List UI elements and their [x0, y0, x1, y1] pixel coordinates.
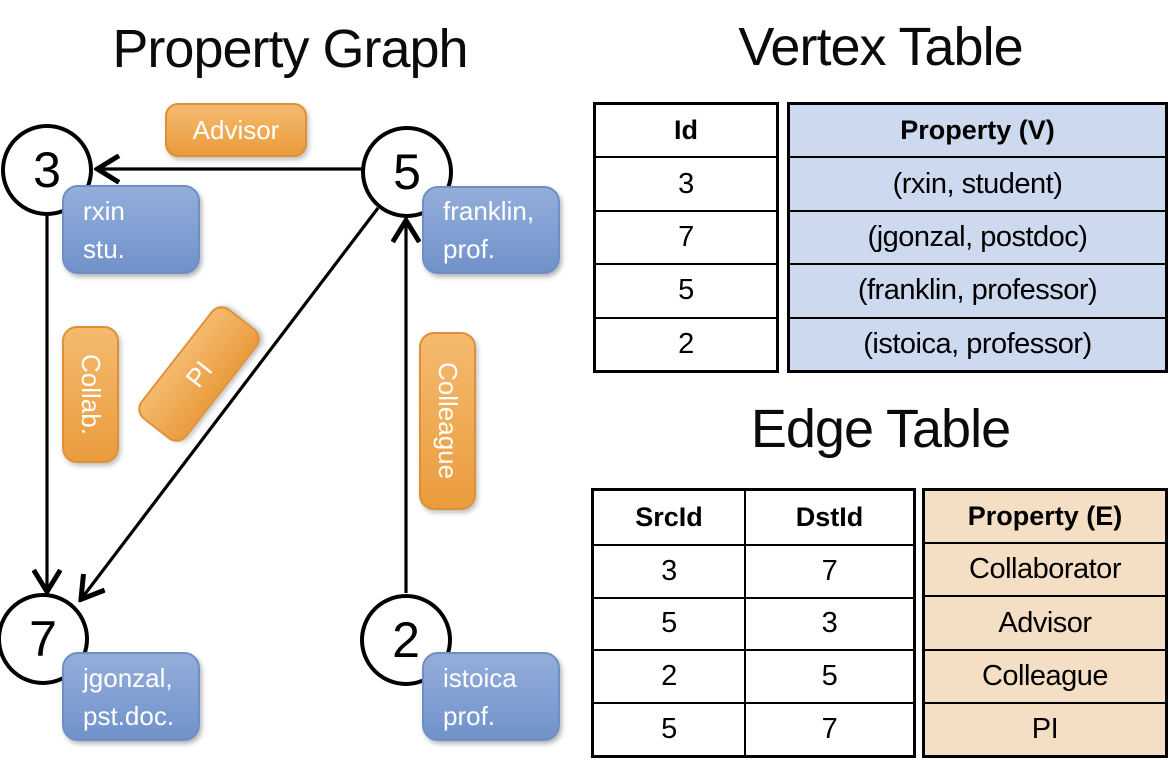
edge-label-collab: Collab. — [62, 326, 119, 463]
edge-table: SrcId DstId 3 7 5 3 2 5 5 7 Property (E)… — [591, 488, 1168, 758]
vertex-table-id-column: Id 3 7 5 2 — [593, 102, 779, 373]
edge-table-cell-dst: 3 — [744, 596, 913, 650]
vertex-label-line: istoica — [443, 662, 517, 693]
property-graph-title: Property Graph — [112, 19, 468, 79]
vertex-id-5: 5 — [393, 144, 421, 200]
vertex-table-cell-id: 2 — [596, 316, 776, 370]
edge-table-property-column: Property (E) Collaborator Advisor Collea… — [922, 488, 1168, 758]
vertex-circle-2: 2 — [360, 594, 452, 686]
vertex-label-franklin: franklin, prof. — [422, 186, 560, 274]
vertex-label-rxin: rxin stu. — [62, 185, 200, 274]
edge-table-cell-property: Colleague — [925, 648, 1165, 702]
vertex-label-jgonzal: jgonzal, pst.doc. — [62, 652, 200, 741]
vertex-table-cell-property: (istoica, professor) — [790, 316, 1165, 371]
edge-table-cell-src: 3 — [594, 543, 744, 597]
edge-table-cell-src: 5 — [594, 702, 744, 755]
vertex-label-line: prof. — [443, 700, 496, 731]
vertex-table-cell-id: 7 — [596, 209, 776, 263]
vertex-table-header-property: Property (V) — [790, 105, 1165, 157]
edge-table-cell-property: Collaborator — [925, 542, 1165, 596]
vertex-label-line: stu. — [83, 233, 125, 264]
edge-table-cell-dst: 5 — [744, 649, 913, 703]
vertex-table-title: Vertex Table — [738, 17, 1023, 77]
edge-table-header-srcid: SrcId — [635, 501, 703, 532]
vertex-label-line: franklin, — [443, 196, 535, 227]
edge-table-cell-dst: 7 — [744, 543, 913, 597]
vertex-table-property-column: Property (V) (rxin, student) (jgonzal, p… — [787, 102, 1168, 373]
edge-label-colleague: Colleague — [419, 332, 476, 510]
vertex-id-2: 2 — [392, 612, 420, 668]
vertex-circle-5: 5 — [361, 126, 453, 218]
vertex-table: Id 3 7 5 2 Property (V) (rxin, student) … — [593, 102, 1168, 373]
vertex-table-cell-id: 3 — [596, 156, 776, 209]
vertex-id-3: 3 — [33, 142, 61, 198]
edge-table-title: Edge Table — [750, 399, 1011, 459]
graph-edges-svg — [0, 0, 580, 760]
edge-table-header-dstid: DstId — [744, 491, 913, 544]
vertex-table-cell-property: (franklin, professor) — [790, 263, 1165, 317]
vertex-label-line: prof. — [443, 234, 496, 264]
vertex-label-istoica: istoica prof. — [422, 652, 560, 741]
vertex-table-cell-id: 5 — [596, 263, 776, 316]
vertex-table-cell-property: (rxin, student) — [790, 156, 1165, 210]
edge-label-advisor: Advisor — [165, 103, 307, 157]
edge-table-cell-dst: 7 — [744, 702, 913, 755]
vertex-label-line: rxin — [83, 195, 125, 226]
edge-table-id-columns: SrcId DstId 3 7 5 3 2 5 5 7 — [591, 488, 916, 758]
vertex-label-line: jgonzal, — [83, 662, 173, 693]
edge-line-5-to-7 — [82, 207, 380, 598]
vertex-id-7: 7 — [29, 611, 57, 667]
edge-table-cell-property: Advisor — [925, 595, 1165, 649]
edge-table-cell-src: 5 — [594, 596, 744, 650]
edge-table-cell-src: 2 — [594, 649, 744, 702]
edge-table-cell-property: PI — [925, 701, 1165, 756]
vertex-label-line: pst.doc. — [83, 700, 175, 731]
vertex-table-cell-property: (jgonzal, postdoc) — [790, 209, 1165, 264]
vertex-table-header-id: Id — [674, 115, 698, 146]
edge-table-header-property: Property (E) — [925, 491, 1165, 543]
